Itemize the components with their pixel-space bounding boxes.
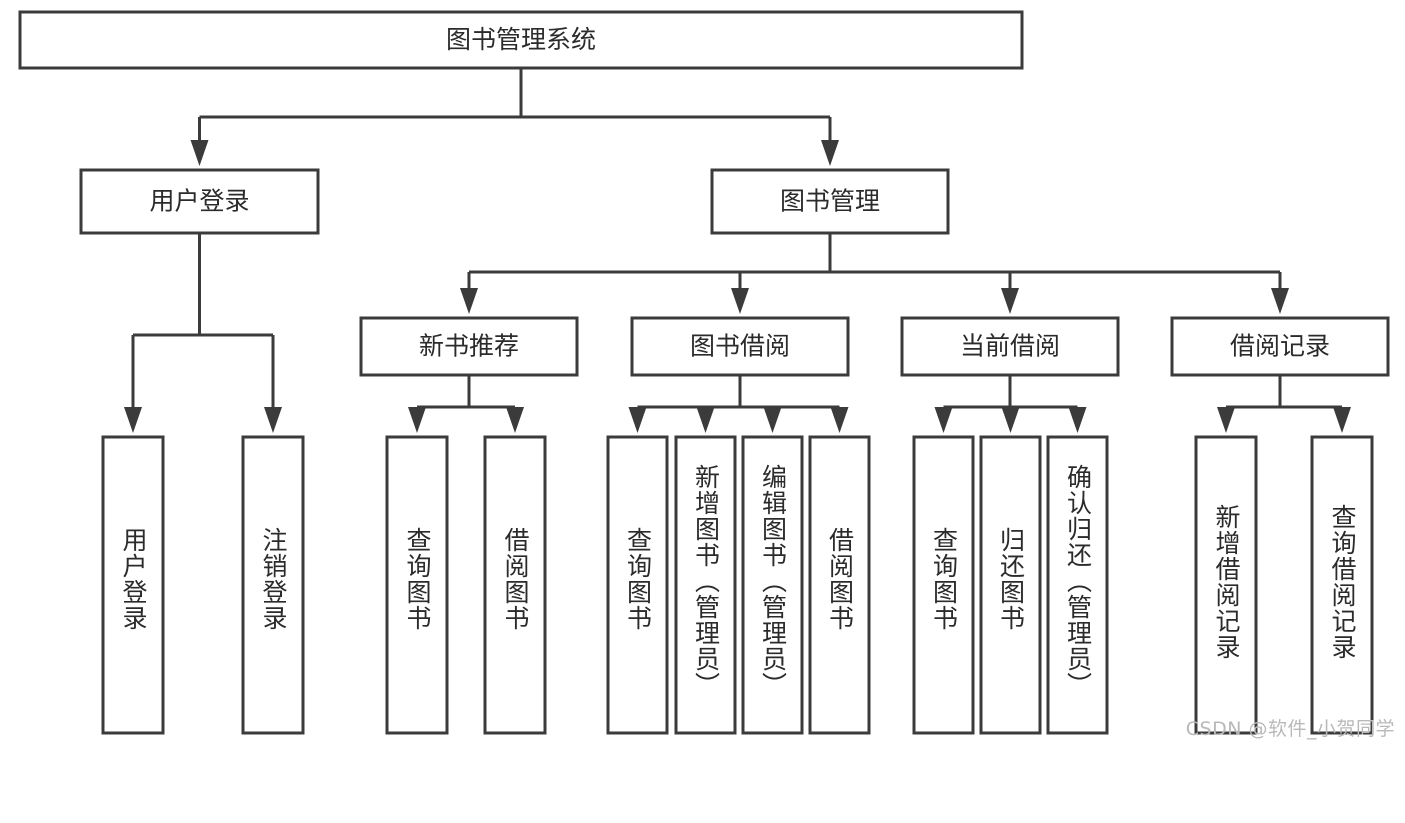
arrow-head-icon [731,288,749,314]
arrow-head-icon [460,288,478,314]
node-box-new-book-recommend[interactable] [359,316,579,377]
node-label-user-login: 用户登录 [149,187,249,216]
node-box-leaf-query-book-1[interactable] [385,435,449,735]
node-label-book-manage: 图书管理 [780,187,880,216]
node-box-layer [18,10,1390,735]
node-box-leaf-user-login[interactable] [101,435,165,735]
node-label-current-borrow: 当前借阅 [960,332,1060,361]
arrow-head-icon [628,407,647,433]
arrow-head-icon [506,407,524,433]
node-box-borrow-record[interactable] [1170,316,1390,377]
node-box-leaf-borrow-book-1[interactable] [483,435,547,735]
arrow-head-icon [830,407,849,433]
arrow-head-icon [408,407,426,433]
node-box-leaf-query-record[interactable] [1310,435,1374,735]
node-label-new-book-recommend: 新书推荐 [419,332,519,361]
connector-layer [124,68,1351,433]
csdn-watermark: CSDN @软件_小贺同学 [1185,718,1395,740]
arrow-head-icon [1333,407,1351,433]
arrow-head-icon [763,407,782,433]
node-label-root: 图书管理系统 [446,25,596,54]
node-box-user-login[interactable] [79,168,320,235]
node-box-book-borrow[interactable] [630,316,850,377]
arrow-head-icon [124,407,142,433]
node-box-leaf-add-record[interactable] [1194,435,1258,735]
node-box-leaf-query-book-2[interactable] [606,435,669,735]
arrow-head-icon [190,140,209,166]
node-box-leaf-return-book[interactable] [979,435,1042,735]
node-box-leaf-query-book-3[interactable] [912,435,975,735]
node-box-leaf-add-book[interactable] [674,435,737,735]
node-box-leaf-confirm-return[interactable] [1046,435,1109,735]
node-box-root[interactable] [18,10,1024,70]
node-box-leaf-logout[interactable] [241,435,305,735]
arrow-head-icon [1001,288,1019,314]
node-box-current-borrow[interactable] [900,316,1120,377]
node-label-borrow-record: 借阅记录 [1230,332,1330,361]
arrow-head-icon [1001,407,1020,433]
arrow-head-icon [821,140,839,166]
arrow-head-icon [1068,407,1087,433]
node-label-book-borrow: 图书借阅 [690,332,790,361]
arrow-head-icon [1271,288,1289,314]
arrow-head-icon [696,407,715,433]
node-box-leaf-edit-book[interactable] [741,435,804,735]
arrow-head-icon [1217,407,1235,433]
node-box-leaf-borrow-book-2[interactable] [808,435,871,735]
diagram-canvas-root: 图书管理系统用户登录图书管理新书推荐图书借阅当前借阅借阅记录 用户登录注销登录查… [18,10,1395,740]
node-box-book-manage[interactable] [710,168,950,235]
arrow-head-icon [264,407,282,433]
arrow-head-icon [934,407,953,433]
